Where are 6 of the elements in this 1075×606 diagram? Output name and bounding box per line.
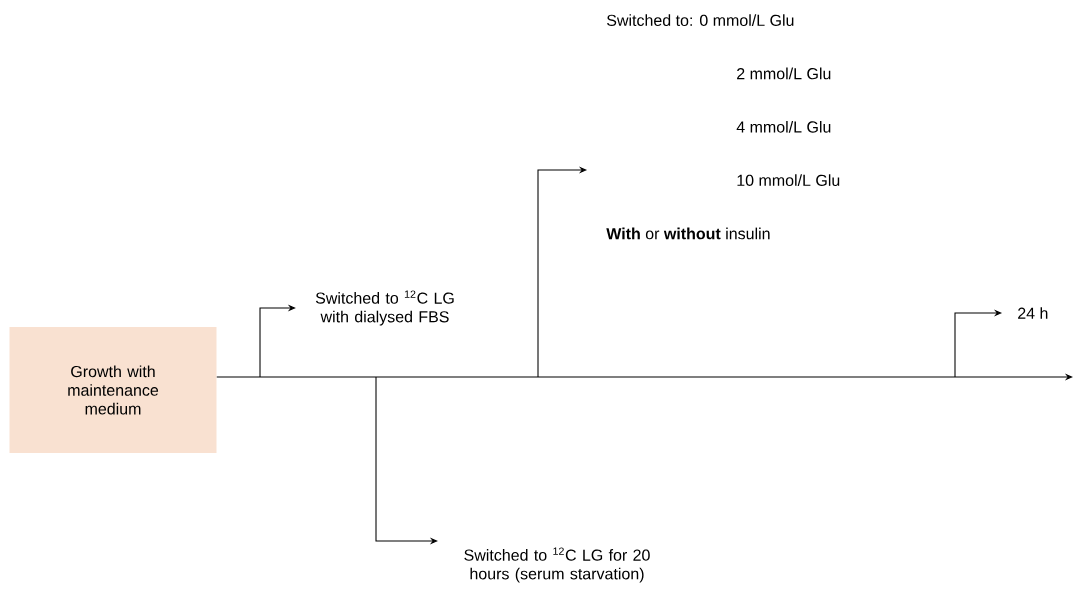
process-box: Growth with maintenance medium <box>9 327 217 453</box>
step-text: Switched to $^{12}$C LG with dialysed FBS <box>315 290 454 326</box>
arrow <box>259 304 296 378</box>
step-text: Switched to: 0 mmol/L Glu 2 mmol/L Glu 4 mmol/L Glu 10 mmol/L Glu With or without insulin <box>606 14 840 240</box>
step-text: Switched to $^{12}$C LG for 20 hours (serum starvation) <box>464 547 650 583</box>
step-text: 24 h <box>1018 307 1048 319</box>
